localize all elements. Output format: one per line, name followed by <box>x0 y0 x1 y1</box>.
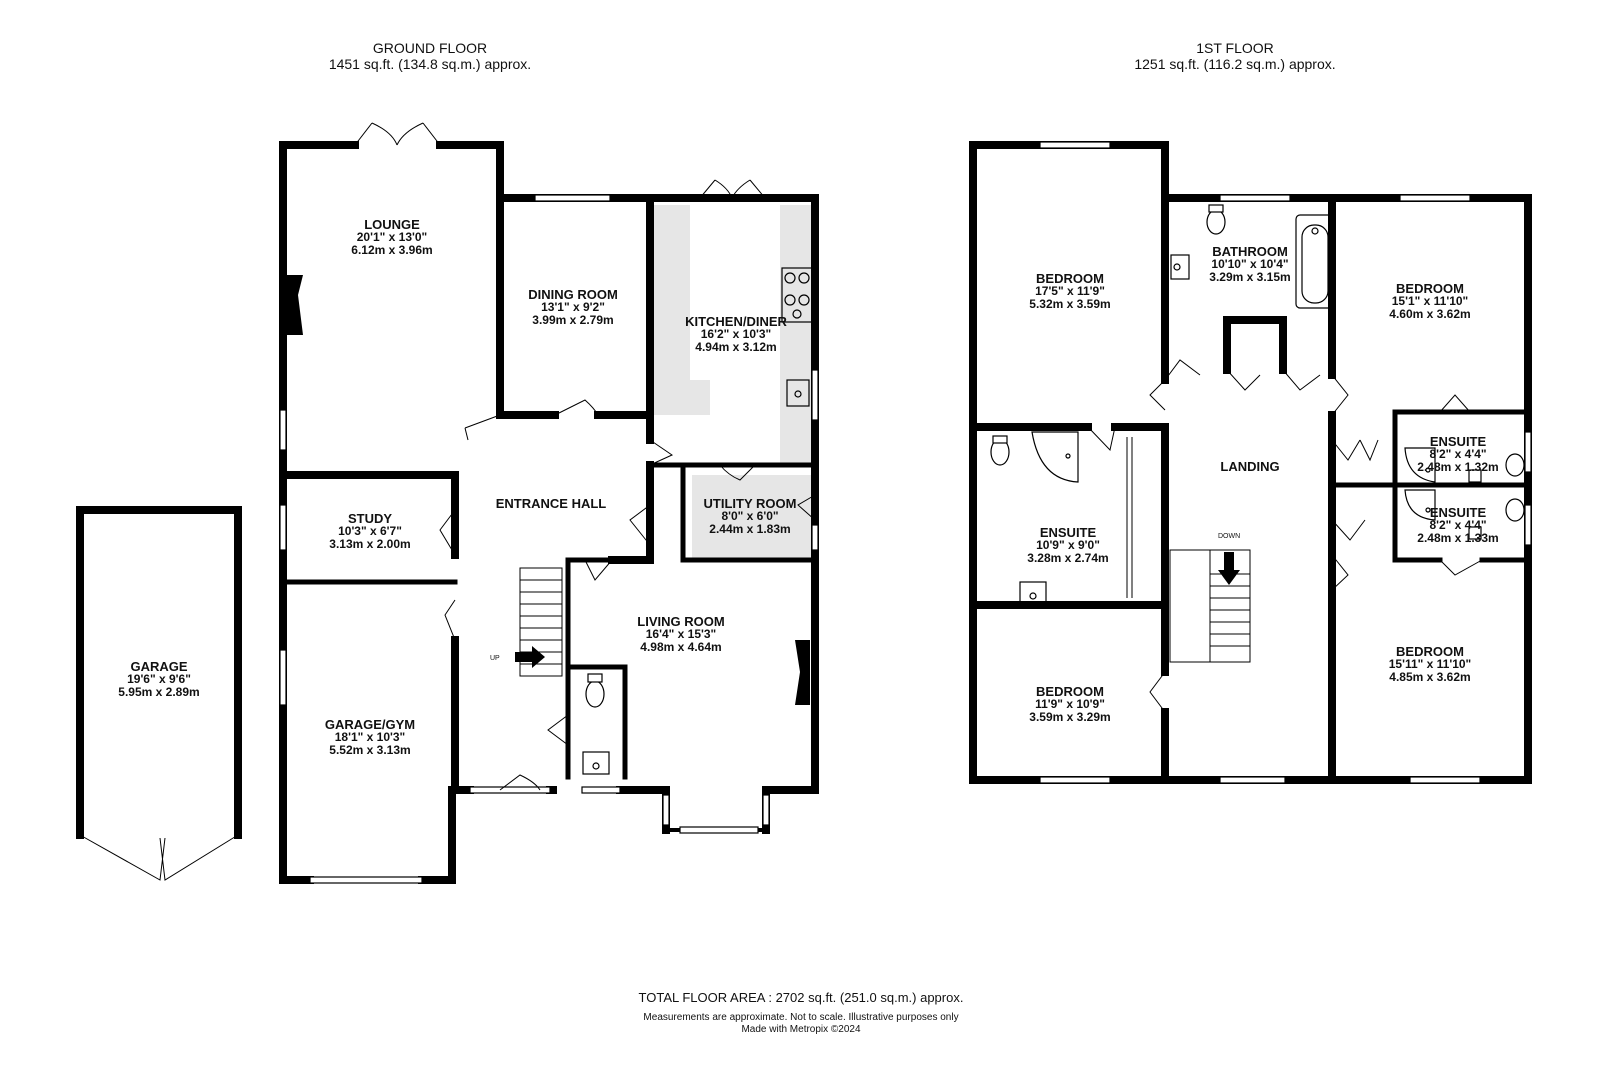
toilet-icons <box>585 204 1525 708</box>
room-size-metric: 6.12m x 3.96m <box>351 243 433 257</box>
sink-icons <box>582 254 1482 775</box>
disclaimer: Measurements are approximate. Not to sca… <box>643 1012 959 1023</box>
room-label-bedroom-2: BEDROOM 15'1" x 11'10" 4.60m x 3.62m <box>1389 282 1470 321</box>
room-size-metric: 2.48m x 1.32m <box>1417 460 1499 474</box>
room-label-ensuite-3: ENSUITE 8'2" x 4'4" 2.48m x 1.33m <box>1417 506 1498 545</box>
room-size-metric: 4.98m x 4.64m <box>640 640 722 654</box>
room-name: UTILITY ROOM <box>703 496 797 511</box>
room-size-imperial: 15'11" x 11'10" <box>1388 657 1472 671</box>
room-size-metric: 4.85m x 3.62m <box>1389 670 1471 684</box>
room-label-bedroom-1: BEDROOM 17'5" x 11'9" 5.32m x 3.59m <box>1029 272 1110 311</box>
credit: Made with Metropix ©2024 <box>741 1024 861 1035</box>
room-label-dining: DINING ROOM 13'1" x 9'2" 3.99m x 2.79m <box>528 288 618 327</box>
first-floor-area: 1251 sq.ft. (116.2 sq.m.) approx. <box>1134 56 1336 72</box>
room-name: BATHROOM <box>1212 244 1288 259</box>
stairs-up-label: UP <box>490 655 500 662</box>
room-size-imperial: 10'3" x 6'7" <box>338 524 402 538</box>
total-floor-area: TOTAL FLOOR AREA : 2702 sq.ft. (251.0 sq… <box>638 990 964 1005</box>
room-size-metric: 5.32m x 3.59m <box>1029 297 1111 311</box>
ground-floor-title: GROUND FLOOR <box>372 40 488 56</box>
hob-icon <box>781 267 813 323</box>
room-label-living: LIVING ROOM 16'4" x 15'3" 4.98m x 4.64m <box>637 615 724 654</box>
room-label-study: STUDY 10'3" x 6'7" 3.13m x 2.00m <box>329 512 410 551</box>
stairs-down-label: DOWN <box>1218 533 1241 540</box>
room-size-imperial: 11'9" x 10'9" <box>1035 697 1105 711</box>
room-size-metric: 4.60m x 3.62m <box>1389 307 1471 321</box>
room-size-metric: 4.94m x 3.12m <box>695 340 777 354</box>
staircase-ground <box>519 567 563 677</box>
room-label-ensuite-1: ENSUITE 10'9" x 9'0" 3.28m x 2.74m <box>1027 526 1108 565</box>
first-floor-title: 1ST FLOOR <box>1196 40 1274 56</box>
door-swings <box>79 122 1483 881</box>
room-label-bedroom-3: BEDROOM 11'9" x 10'9" 3.59m x 3.29m <box>1029 685 1110 724</box>
room-label-utility: UTILITY ROOM 8'0" x 6'0" 2.44m x 1.83m <box>704 497 797 536</box>
room-name: LOUNGE <box>364 217 420 232</box>
fireplaces <box>287 275 810 705</box>
room-name: BEDROOM <box>1036 271 1104 286</box>
room-size-metric: 5.52m x 3.13m <box>329 743 411 757</box>
room-name: GARAGE <box>130 659 188 674</box>
windows <box>279 141 1532 884</box>
room-label-kitchen: KITCHEN/DINER 16'2" x 10'3" 4.94m x 3.12… <box>685 315 787 354</box>
kitchen-worktops <box>650 205 817 560</box>
room-size-metric: 2.48m x 1.33m <box>1417 531 1499 545</box>
room-size-imperial: 20'1" x 13'0" <box>356 230 428 244</box>
room-name: ENTRANCE HALL <box>495 496 607 511</box>
room-name: KITCHEN/DINER <box>685 314 787 329</box>
room-name: LANDING <box>1220 459 1280 474</box>
room-size-imperial: 16'2" x 10'3" <box>700 327 772 341</box>
room-size-imperial: 15'1" x 11'10" <box>1391 294 1469 308</box>
room-label-landing: LANDING <box>1220 460 1279 473</box>
room-label-hall: ENTRANCE HALL <box>496 497 607 510</box>
room-name: ENSUITE <box>1039 525 1097 540</box>
first-floor-heading: 1ST FLOOR 1251 sq.ft. (116.2 sq.m.) appr… <box>1105 40 1365 72</box>
room-name: DINING ROOM <box>528 287 618 302</box>
room-size-imperial: 19'6" x 9'6" <box>127 672 191 686</box>
room-label-garage: GARAGE 19'6" x 9'6" 5.95m x 2.89m <box>118 660 199 699</box>
room-size-metric: 3.59m x 3.29m <box>1029 710 1111 724</box>
room-size-imperial: 10'10" x 10'4" <box>1211 257 1289 271</box>
room-size-metric: 5.95m x 2.89m <box>118 685 200 699</box>
room-size-metric: 3.28m x 2.74m <box>1027 551 1109 565</box>
room-size-imperial: 10'9" x 9'0" <box>1036 538 1100 552</box>
bath-icon <box>1295 214 1335 309</box>
room-size-imperial: 18'1" x 10'3" <box>334 730 406 744</box>
room-name: BEDROOM <box>1036 684 1104 699</box>
room-size-imperial: 8'2" x 4'4" <box>1429 447 1487 461</box>
room-size-metric: 3.29m x 3.15m <box>1209 270 1291 284</box>
room-size-imperial: 17'5" x 11'9" <box>1035 284 1105 298</box>
ground-floor-area: 1451 sq.ft. (134.8 sq.m.) approx. <box>328 56 532 72</box>
room-label-gym: GARAGE/GYM 18'1" x 10'3" 5.52m x 3.13m <box>325 718 415 757</box>
room-name: STUDY <box>347 511 393 526</box>
ground-floor-heading: GROUND FLOOR 1451 sq.ft. (134.8 sq.m.) a… <box>300 40 560 72</box>
staircase-first <box>1169 549 1251 663</box>
room-size-imperial: 16'4" x 15'3" <box>645 627 717 641</box>
room-name: GARAGE/GYM <box>324 717 416 732</box>
room-size-imperial: 8'2" x 4'4" <box>1429 518 1487 532</box>
room-size-imperial: 13'1" x 9'2" <box>541 300 605 314</box>
room-size-metric: 2.44m x 1.83m <box>709 522 791 536</box>
room-size-metric: 3.13m x 2.00m <box>329 537 411 551</box>
room-name: ENSUITE <box>1429 434 1487 449</box>
room-size-imperial: 8'0" x 6'0" <box>721 509 779 523</box>
up-arrow-icon <box>515 646 545 668</box>
room-label-bedroom-4: BEDROOM 15'11" x 11'10" 4.85m x 3.62m <box>1389 645 1472 684</box>
room-size-metric: 3.99m x 2.79m <box>532 313 614 327</box>
room-name: BEDROOM <box>1396 281 1464 296</box>
shower-icons <box>1031 431 1436 521</box>
room-name: BEDROOM <box>1396 644 1464 659</box>
room-name: LIVING ROOM <box>637 614 725 629</box>
room-label-lounge: LOUNGE 20'1" x 13'0" 6.12m x 3.96m <box>351 218 432 257</box>
room-label-bathroom: BATHROOM 10'10" x 10'4" 3.29m x 3.15m <box>1209 245 1290 284</box>
down-arrow-icon <box>1218 552 1240 585</box>
room-label-ensuite-2: ENSUITE 8'2" x 4'4" 2.48m x 1.32m <box>1417 435 1498 474</box>
walls <box>76 141 1532 884</box>
room-name: ENSUITE <box>1429 505 1487 520</box>
